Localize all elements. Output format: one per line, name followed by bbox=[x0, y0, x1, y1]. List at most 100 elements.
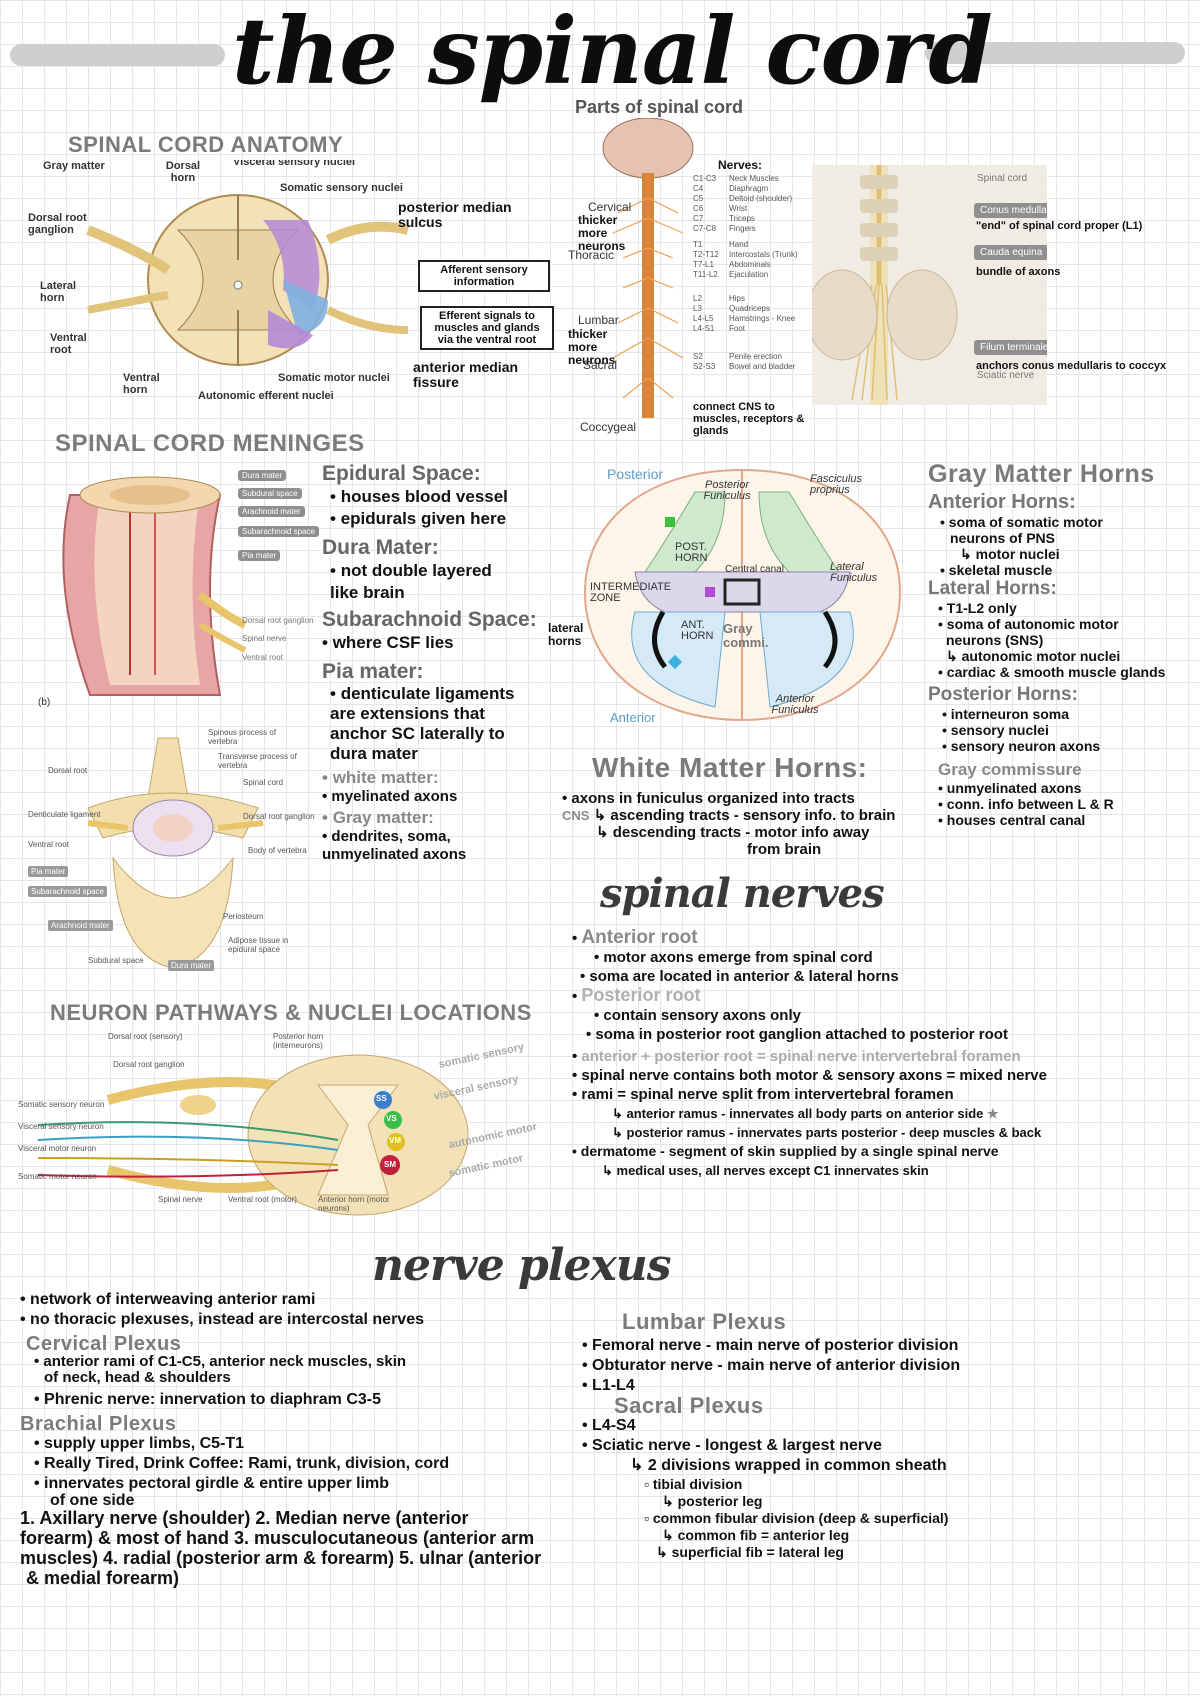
pia-heading: Pia mater: bbox=[322, 660, 424, 683]
nerve-segment: L2 bbox=[693, 294, 702, 303]
label-dorsal-root-ganglion: Dorsal root ganglion bbox=[28, 212, 87, 236]
section-anatomy-heading: SPINAL CORD ANATOMY bbox=[68, 132, 344, 157]
pathway-label: Visceral sensory neuron bbox=[18, 1122, 104, 1131]
bp-5: 1. Axillary nerve (shoulder) 2. Median n… bbox=[20, 1508, 469, 1528]
pathways-icon bbox=[37, 1054, 469, 1216]
note-lumbar: thicker more neurons bbox=[568, 327, 616, 367]
note-cauda: bundle of axons bbox=[976, 266, 1061, 278]
sacral-plexus-heading: Sacral Plexus bbox=[614, 1393, 764, 1418]
nerve-row: C4 Diaphragm bbox=[693, 184, 768, 193]
bp-4: of one side bbox=[50, 1492, 135, 1509]
label-ventral-root: Ventral root bbox=[50, 332, 87, 356]
sn-merge: • anterior + posterior root = spinal ner… bbox=[572, 1048, 1021, 1065]
note-posterior-median-sulcus: posterior median sulcus bbox=[398, 199, 512, 230]
label-central-canal: Central canal bbox=[725, 564, 784, 575]
sn-ar1: • motor axons emerge from spinal cord bbox=[594, 949, 873, 966]
efferent-box: Efferent signals to muscles and glands v… bbox=[420, 306, 554, 350]
vertebra-label: Ventral root bbox=[28, 840, 69, 849]
sn-ar2: • soma are located in anterior & lateral… bbox=[580, 968, 899, 985]
nerve-target: Intercostals (Trunk) bbox=[729, 250, 798, 259]
cord-funiculi-icon bbox=[583, 468, 902, 722]
nerve-target: Hamstrings - Knee bbox=[729, 314, 796, 323]
nerve-target: Penile erection bbox=[729, 352, 782, 361]
meninges-label: Spinal nerve bbox=[242, 634, 287, 643]
sn-n5: • dermatome - segment of skin supplied b… bbox=[572, 1143, 999, 1159]
anatomy-figure: Gray matter Dorsal horn Visceral sensory… bbox=[28, 160, 558, 410]
pathway-handwritten: somatic sensory bbox=[437, 1041, 526, 1071]
epidural-heading: Epidural Space: bbox=[322, 462, 481, 485]
gray-horns-title: Gray Matter Horns bbox=[928, 460, 1155, 488]
vertebra-label: Transverse process of vertebra bbox=[218, 752, 297, 770]
region-cervical: Cervical bbox=[588, 200, 632, 214]
nerve-row: C1-C3 Neck Muscles bbox=[693, 174, 779, 183]
sn-ant-root: • Anterior root bbox=[572, 927, 698, 948]
gc-3: • houses central canal bbox=[938, 812, 1086, 828]
sn-n6: ↳ medical uses, all nerves except C1 inn… bbox=[602, 1163, 929, 1178]
pathway-label: Anterior horn (motor neurons) bbox=[318, 1195, 390, 1213]
nerve-target: Fingers bbox=[729, 224, 756, 233]
tag-conus: Conus medullaris bbox=[974, 203, 1047, 218]
note-filum: anchors conus medullaris to coccyx bbox=[976, 360, 1167, 372]
sp-5: ↳ posterior leg bbox=[662, 1493, 763, 1509]
sp-8: ↳ superficial fib = lateral leg bbox=[656, 1544, 844, 1560]
label-fasciculus: Fasciculus proprius bbox=[810, 473, 862, 496]
label-sciatic: Sciatic nerve bbox=[977, 370, 1035, 381]
white-heading: • white matter: bbox=[322, 768, 439, 787]
sp-3: ↳ 2 divisions wrapped in common sheath bbox=[630, 1457, 947, 1474]
label-ant-funiculus: Anterior Funiculus bbox=[771, 693, 819, 716]
nerve-target: Hand bbox=[729, 240, 749, 249]
label-ventral-horn: Ventral horn bbox=[123, 372, 160, 396]
vertebra-label: Subarachnoid space bbox=[28, 886, 107, 897]
sn-n2: • rami = spinal nerve split from interve… bbox=[572, 1086, 954, 1103]
wh-1: • axons in funiculus organized into trac… bbox=[562, 790, 855, 807]
sp-6: ▫ common fibular division (deep & superf… bbox=[644, 1510, 949, 1526]
meninges-label: Dura mater bbox=[238, 470, 287, 481]
nerve-target: Deltoid (shoulder) bbox=[729, 194, 793, 203]
nerves-heading: Nerves: bbox=[718, 158, 763, 172]
sp-2: • Sciatic nerve - longest & largest nerv… bbox=[582, 1437, 882, 1454]
vertebra-label: Denticulate ligament bbox=[28, 810, 101, 819]
nerve-segment: L4-S1 bbox=[693, 324, 715, 333]
nerve-target: Diaphragm bbox=[729, 184, 769, 193]
vertebra-label: Dorsal root ganglion bbox=[243, 812, 315, 821]
nerve-segment: C4 bbox=[693, 184, 704, 193]
label-lateral-horn: Lateral horn bbox=[40, 280, 77, 304]
pia-2: are extensions that bbox=[330, 704, 485, 723]
sp-1: • L4-S4 bbox=[582, 1417, 636, 1434]
tag-filum: Filum terminale bbox=[974, 340, 1047, 355]
nerve-target: Abdominals bbox=[729, 260, 771, 269]
wh-2: CNS ↳ ascending tracts - sensory info. t… bbox=[562, 807, 896, 824]
vertebra-icon bbox=[87, 737, 264, 969]
nerve-segment: C1-C3 bbox=[693, 174, 717, 183]
pathways-figure: Dorsal root (sensory)Dorsal root ganglio… bbox=[18, 1030, 538, 1230]
star-icon: ★ bbox=[987, 1106, 999, 1121]
pathway-label: Dorsal root (sensory) bbox=[108, 1032, 183, 1041]
label-somatic-sensory: Somatic sensory nuclei bbox=[280, 182, 403, 194]
plexus-left-notes: • network of interweaving anterior rami … bbox=[20, 1290, 541, 1588]
note-conus: "end" of spinal cord proper (L1) bbox=[976, 220, 1143, 232]
pl-2: • no thoracic plexuses, instead are inte… bbox=[20, 1311, 424, 1328]
note-connect-cns: connect CNS to muscles, receptors & glan… bbox=[693, 401, 805, 437]
dura-1: • not double layered bbox=[330, 561, 492, 580]
ah-1: • soma of somatic motor bbox=[940, 514, 1103, 530]
label-visceral-sensory: Visceral sensory nuclei bbox=[233, 160, 356, 168]
pia-3: anchor SC laterally to bbox=[330, 724, 505, 743]
vertebra-label: Periosteum bbox=[223, 912, 264, 921]
label-posterior: Posterior bbox=[607, 466, 664, 482]
nerve-target: Quadriceps bbox=[729, 304, 770, 313]
brain-spine-icon bbox=[602, 118, 694, 418]
label-autonomic-efferent: Autonomic efferent nuclei bbox=[198, 390, 334, 402]
nerve-target: Neck Muscles bbox=[729, 174, 779, 183]
afferent-box: Afferent sensory information bbox=[418, 260, 550, 292]
gray-1: • dendrites, soma, bbox=[322, 828, 451, 845]
label-anterior: Anterior bbox=[610, 710, 656, 725]
pathway-label: Somatic sensory neuron bbox=[18, 1100, 105, 1109]
lh-2: • soma of autonomic motor bbox=[938, 616, 1119, 632]
